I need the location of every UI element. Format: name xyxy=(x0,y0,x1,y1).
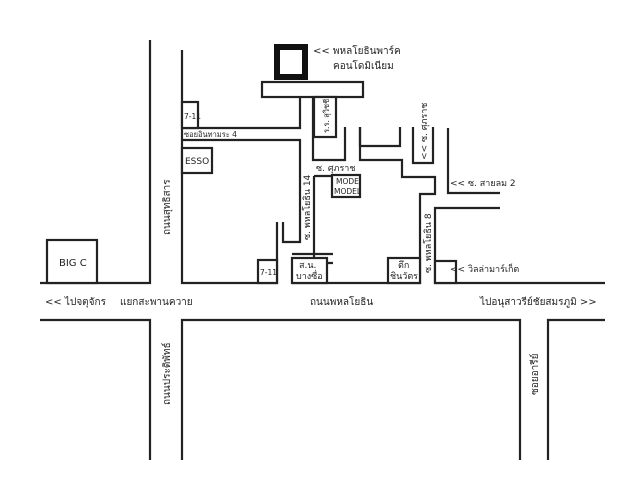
soi-phahon-14-label: ซ. พหลโยธิน 14 xyxy=(302,174,313,240)
shinawatra-label-2: ชินวัตร xyxy=(390,271,418,282)
to-chatuchak-label: << ไปจตุจักร xyxy=(45,296,107,308)
soi-ari-label: ซอยอารีย์ xyxy=(529,353,541,395)
seven-eleven-top-label: 7-11 xyxy=(184,112,201,121)
seven-eleven-bottom-label: 7-11 xyxy=(260,268,277,277)
soi-sailom-2-label: << ซ. สายลม 2 xyxy=(450,179,516,189)
shinawatra-label-1: ตึก xyxy=(398,260,409,271)
school-box xyxy=(312,95,338,139)
soi-supharat-label: ซ. ศุภราช xyxy=(316,164,355,174)
big-c-box xyxy=(45,238,99,285)
condo-label-2: คอนโดมิเนียม xyxy=(333,59,394,72)
school-label: ร.ร. สุวิชชี xyxy=(322,99,331,133)
phahonyothin-road-label: ถนนพหลโยธิน xyxy=(310,295,373,308)
esso-label: ESSO xyxy=(185,157,209,167)
seven-eleven-top-box xyxy=(180,100,200,130)
police-label-2: บางซื่อ xyxy=(296,269,323,282)
esso-box xyxy=(180,146,214,175)
model-label: MODEL xyxy=(334,187,362,196)
police-station-box xyxy=(290,256,329,285)
condo-marker xyxy=(274,44,308,80)
villa-market-label: << วิลล่ามาร์เก็ต xyxy=(450,262,519,275)
shinawatra-box xyxy=(386,256,422,285)
road-lines xyxy=(40,40,605,460)
soi-inthamara-4-label: ซอยอินทามระ 4 xyxy=(184,130,237,139)
condo-t-building xyxy=(260,80,365,99)
condo-label-1: << พหลโยธินพาร์ค xyxy=(313,44,401,57)
villa-market-box xyxy=(433,259,458,285)
seven-eleven-bottom-box xyxy=(256,258,279,285)
soi-phahon-8-label: ซ. พหลโยธิน 8 xyxy=(423,213,434,273)
police-label-1: ส.น. xyxy=(299,261,316,271)
saphan-khwai-label: แยกสะพานควาย xyxy=(120,297,193,308)
sutthisan-road-label: ถนนสุทธิสาร xyxy=(162,179,173,235)
mode-model-box xyxy=(330,173,362,199)
to-victory-monument-label: ไปอนุสาวรีย์ชัยสมรภูมิ >> xyxy=(479,296,597,308)
pradiphat-road-label: ถนนประดิพัทธ์ xyxy=(161,342,173,405)
soi-supharat-arrow-label: << ซ. ศุภราช xyxy=(420,103,430,160)
big-c-label: BIG C xyxy=(59,258,87,269)
mode-label: MODE xyxy=(336,177,359,186)
